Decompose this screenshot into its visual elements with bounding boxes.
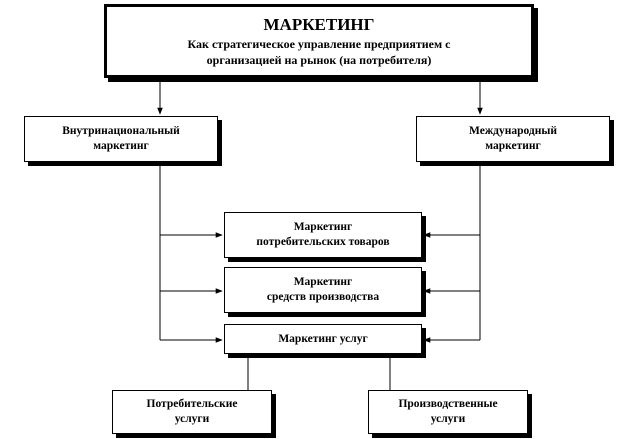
consumer-services-line1: Потребительские	[146, 398, 238, 410]
domestic-marketing-box: Внутринациональный маркетинг	[24, 116, 218, 162]
production-services-line1: Производственные	[398, 398, 498, 410]
production-services-line2: услуги	[430, 413, 466, 425]
services-marketing-box: Маркетинг услуг	[224, 324, 422, 354]
consumer-goods-marketing-box: Маркетинг потребительских товаров	[224, 212, 422, 258]
production-means-line2: средств производства	[266, 291, 380, 303]
root-subtitle: Как стратегическое управление предприяти…	[187, 37, 451, 67]
consumer-goods-line2: потребительских товаров	[256, 236, 390, 248]
production-services-box: Производственные услуги	[368, 390, 528, 434]
consumer-services-line2: услуги	[174, 413, 210, 425]
marketing-root-box: МАРКЕТИНГ Как стратегическое управление …	[104, 4, 534, 78]
consumer-services-box: Потребительские услуги	[112, 390, 272, 434]
services-label: Маркетинг услуг	[278, 332, 368, 345]
international-line2: маркетинг	[485, 140, 541, 152]
production-means-marketing-box: Маркетинг средств производства	[224, 267, 422, 313]
domestic-line2: маркетинг	[93, 140, 149, 152]
production-means-line1: Маркетинг	[293, 276, 353, 288]
domestic-line1: Внутринациональный	[62, 125, 180, 137]
root-title: МАРКЕТИНГ	[263, 15, 375, 34]
international-line1: Международный	[469, 125, 557, 137]
consumer-goods-line1: Маркетинг	[293, 221, 353, 233]
international-marketing-box: Международный маркетинг	[416, 116, 610, 162]
